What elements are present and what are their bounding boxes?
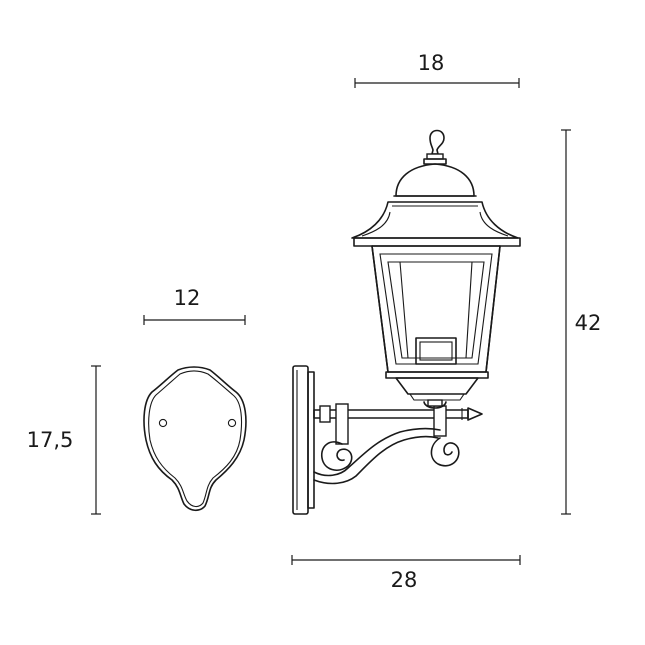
dimension-total-depth: 28 <box>291 555 521 592</box>
lantern-finial <box>429 129 445 155</box>
dimension-plate-height-label: 17,5 <box>27 428 74 452</box>
wall-plate-front-view <box>143 366 247 512</box>
dimension-total-depth-label: 28 <box>391 568 418 592</box>
lantern-glass-frame <box>371 245 501 373</box>
dimension-plate-width-label: 12 <box>174 286 201 310</box>
dimension-lantern-width-label: 18 <box>418 51 445 75</box>
dimension-total-height-label: 42 <box>575 311 602 335</box>
mounting-hole-right <box>227 418 237 428</box>
wall-bracket-arm <box>313 399 483 485</box>
dimension-total-height: 42 <box>561 129 602 515</box>
wall-plate-side-view <box>292 365 315 515</box>
lantern-roof <box>351 201 519 239</box>
mounting-hole-left <box>158 418 168 428</box>
lantern-head <box>351 129 521 401</box>
dimension-lantern-width: 18 <box>354 51 520 88</box>
lamp-socket-box <box>415 337 457 365</box>
lantern-dome <box>395 163 475 197</box>
dimension-plate-width: 12 <box>143 286 246 325</box>
dimension-plate-height: 17,5 <box>27 365 101 515</box>
